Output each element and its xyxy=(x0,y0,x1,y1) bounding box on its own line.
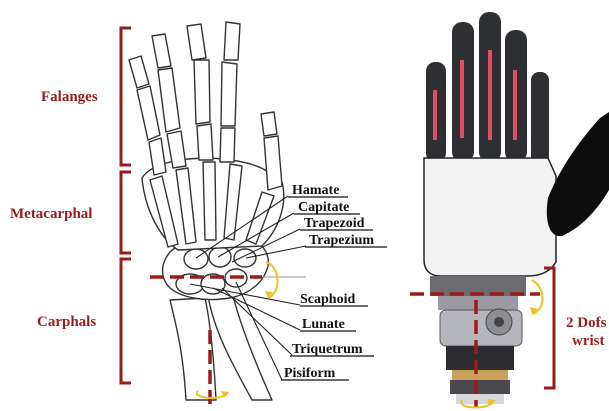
capitate-bone xyxy=(209,247,231,267)
robot-palm xyxy=(424,158,556,276)
robot-finger-2 xyxy=(452,22,474,162)
middle-finger xyxy=(187,24,213,160)
robot-finger-5 xyxy=(531,72,549,166)
bone-label-trapezium: Trapezium xyxy=(309,233,374,248)
bone-label-scaphoid: Scaphoid xyxy=(300,292,355,307)
ulna-bone xyxy=(208,292,272,400)
radius-bone xyxy=(170,298,216,400)
bone-label-triquetrum: Triquetrum xyxy=(292,342,363,357)
hand-skeleton xyxy=(129,22,284,400)
wrist-bracket xyxy=(544,268,554,388)
metacarpal-3 xyxy=(203,162,216,240)
bone-label-lunate: Lunate xyxy=(302,317,345,332)
robot-finger-3 xyxy=(479,12,501,162)
index-finger xyxy=(220,22,240,162)
wrist-label-line2: wrist xyxy=(572,333,605,349)
carphals-bracket xyxy=(121,259,131,383)
region-label-carphals: Carphals xyxy=(37,314,96,330)
region-label-falanges: Falanges xyxy=(41,89,98,105)
bone-label-capitate: Capitate xyxy=(298,200,349,215)
wrist-label-line1: 2 Dofs xyxy=(566,315,607,331)
metacarphal-bracket xyxy=(121,172,131,253)
bone-label-trapezoid: Trapezoid xyxy=(304,216,365,231)
robot-thumb xyxy=(547,112,609,236)
bone-label-pisiform: Pisiform xyxy=(284,366,336,381)
bone-label-hamate: Hamate xyxy=(292,183,339,198)
region-brackets xyxy=(121,28,131,383)
robot-finger-1 xyxy=(426,62,446,162)
region-label-metacarphal: Metacarphal xyxy=(10,206,92,222)
robot-finger-4 xyxy=(505,30,527,162)
falanges-bracket xyxy=(121,28,131,165)
